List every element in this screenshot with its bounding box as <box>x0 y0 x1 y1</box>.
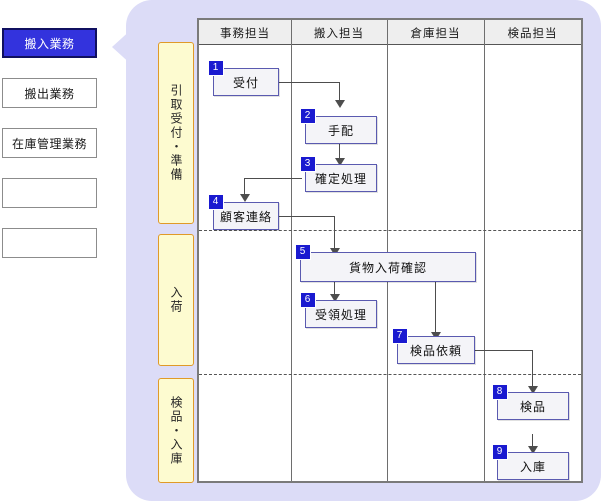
node-label: 検品 <box>519 399 546 414</box>
sidebar-item-inbound[interactable]: 搬入業務 <box>2 28 97 58</box>
process-node-7[interactable]: 7 検品依頼 <box>392 328 475 364</box>
column-divider-1 <box>291 20 292 481</box>
node-label: 受領処理 <box>314 307 367 322</box>
node-label: 手配 <box>327 123 354 138</box>
node-badge: 2 <box>300 108 316 124</box>
sidebar-item-empty-2[interactable] <box>2 228 97 258</box>
connector-8-9-arrow <box>528 446 538 454</box>
process-node-9[interactable]: 9 入庫 <box>492 444 569 480</box>
process-node-5[interactable]: 5 貨物入荷確認 <box>295 244 476 282</box>
node-label: 確定処理 <box>314 171 367 186</box>
phase-label-preparation: 引取受付・準備 <box>158 42 194 224</box>
connector-7-8-v <box>532 350 533 388</box>
phase-text: 入荷 <box>169 286 183 314</box>
connector-7-8-arrow <box>528 386 538 394</box>
process-node-1[interactable]: 1 受付 <box>208 60 279 96</box>
connector-7-8-h <box>475 350 532 351</box>
node-label: 貨物入荷確認 <box>348 260 427 275</box>
node-badge: 9 <box>492 444 508 460</box>
connector-5-7-v <box>435 282 436 334</box>
node-label: 検品依頼 <box>409 343 462 358</box>
connector-1-2-arrow <box>335 100 345 108</box>
sidebar-item-inventory[interactable]: 在庫管理業務 <box>2 128 97 158</box>
sidebar-item-label: 搬出業務 <box>24 86 75 101</box>
node-badge: 1 <box>208 60 224 76</box>
connector-3-4-arrow <box>240 194 250 202</box>
connector-2-3-v <box>339 144 340 160</box>
connector-5-6-v <box>334 282 335 296</box>
sidebar-item-label: 搬入業務 <box>24 36 75 51</box>
node-badge: 7 <box>392 328 408 344</box>
node-label: 入庫 <box>519 459 546 474</box>
column-header-row <box>199 20 581 45</box>
connector-8-9-v <box>532 434 533 448</box>
node-label: 受付 <box>232 75 259 90</box>
column-divider-2 <box>387 20 388 481</box>
process-node-2[interactable]: 2 手配 <box>300 108 377 144</box>
process-node-3[interactable]: 3 確定処理 <box>300 156 377 192</box>
column-header-office: 事務担当 <box>220 27 270 40</box>
connector-2-3-arrow <box>335 158 345 166</box>
node-badge: 5 <box>295 244 311 260</box>
column-header-inbound: 搬入担当 <box>314 27 364 40</box>
phase-label-arrival: 入荷 <box>158 234 194 366</box>
sidebar-item-outbound[interactable]: 搬出業務 <box>2 78 97 108</box>
connector-3-4-v <box>244 178 245 196</box>
phase-divider-1 <box>199 230 581 231</box>
phase-text: 引取受付・準備 <box>169 84 183 182</box>
connector-5-6-arrow <box>330 294 340 302</box>
swimlane-grid: 事務担当 搬入担当 倉庫担当 検品担当 1 受付 2 手配 3 確定処理 <box>197 18 583 483</box>
sidebar-item-empty-1[interactable] <box>2 178 97 208</box>
process-node-8[interactable]: 8 検品 <box>492 384 569 420</box>
node-label: 顧客連絡 <box>219 209 272 224</box>
column-divider-3 <box>484 20 485 481</box>
node-badge: 6 <box>300 292 316 308</box>
process-node-6[interactable]: 6 受領処理 <box>300 292 377 328</box>
process-node-4[interactable]: 4 顧客連絡 <box>208 194 279 230</box>
node-badge: 3 <box>300 156 316 172</box>
connector-4-5-v <box>334 216 335 250</box>
connector-1-2-h <box>279 82 339 83</box>
node-badge: 8 <box>492 384 508 400</box>
connector-1-2-v <box>339 82 340 102</box>
column-header-inspection: 検品担当 <box>507 27 558 40</box>
node-badge: 4 <box>208 194 224 210</box>
connector-4-5-h <box>279 216 334 217</box>
phase-label-inspection: 検品・入庫 <box>158 378 194 483</box>
phase-divider-2 <box>199 374 581 375</box>
sidebar-item-label: 在庫管理業務 <box>11 136 87 151</box>
connector-3-4-h <box>244 178 302 179</box>
column-header-warehouse: 倉庫担当 <box>410 27 461 40</box>
phase-text: 検品・入庫 <box>169 395 183 466</box>
